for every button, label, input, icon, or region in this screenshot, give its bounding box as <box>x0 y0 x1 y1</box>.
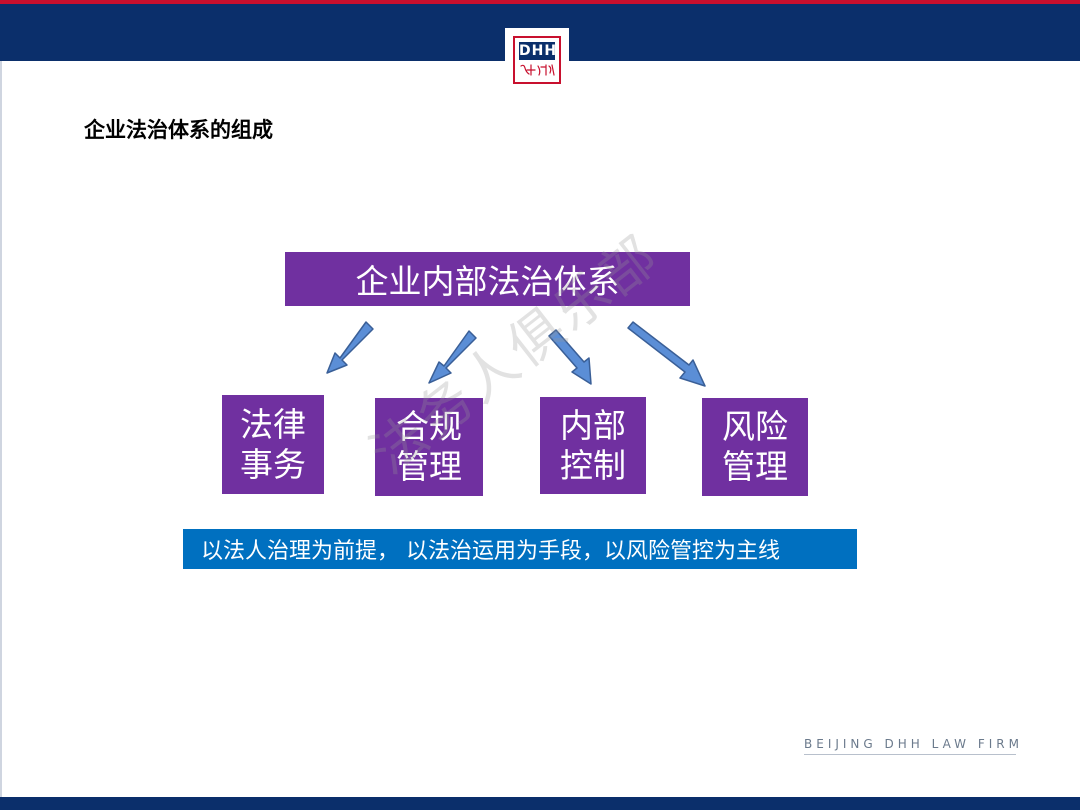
logo-mark: DHH <box>519 42 558 60</box>
logo-seal-calligraphy <box>520 64 555 76</box>
firm-logo: DHH <box>505 28 569 86</box>
slogan-banner: 以法人治理为前提， 以法治运用为手段，以风险管控为主线 <box>183 529 857 569</box>
node-label-line2: 管理 <box>722 447 788 486</box>
page-title: 企业法治体系的组成 <box>84 118 273 142</box>
node-label-line1: 法律 <box>240 404 306 444</box>
node-label-line1: 合规 <box>396 407 462 446</box>
footer-firm-name: BEIJING DHH LAW FIRM <box>804 737 1023 751</box>
arrow-down-right-3 <box>548 329 592 385</box>
left-divider <box>0 61 2 797</box>
top-red-stripe <box>0 0 1080 4</box>
root-node: 企业内部法治体系 <box>285 252 690 306</box>
node-internal-control: 内部 控制 <box>540 397 646 494</box>
footer-underline <box>804 754 1016 755</box>
node-label-line2: 控制 <box>560 445 626 485</box>
node-risk-management: 风险 管理 <box>702 398 808 496</box>
node-label-line2: 管理 <box>396 447 462 486</box>
arrow-down-right-4 <box>627 321 706 387</box>
node-legal-affairs: 法律 事务 <box>222 395 324 494</box>
node-label-line1: 风险 <box>722 407 788 446</box>
arrow-down-left-1 <box>326 321 374 374</box>
logo-frame: DHH <box>513 36 561 84</box>
footer-band <box>0 797 1080 810</box>
node-label-line1: 内部 <box>560 405 626 445</box>
node-compliance-management: 合规 管理 <box>375 398 483 496</box>
node-label-line2: 事务 <box>240 444 306 484</box>
arrow-down-left-2 <box>428 330 477 384</box>
